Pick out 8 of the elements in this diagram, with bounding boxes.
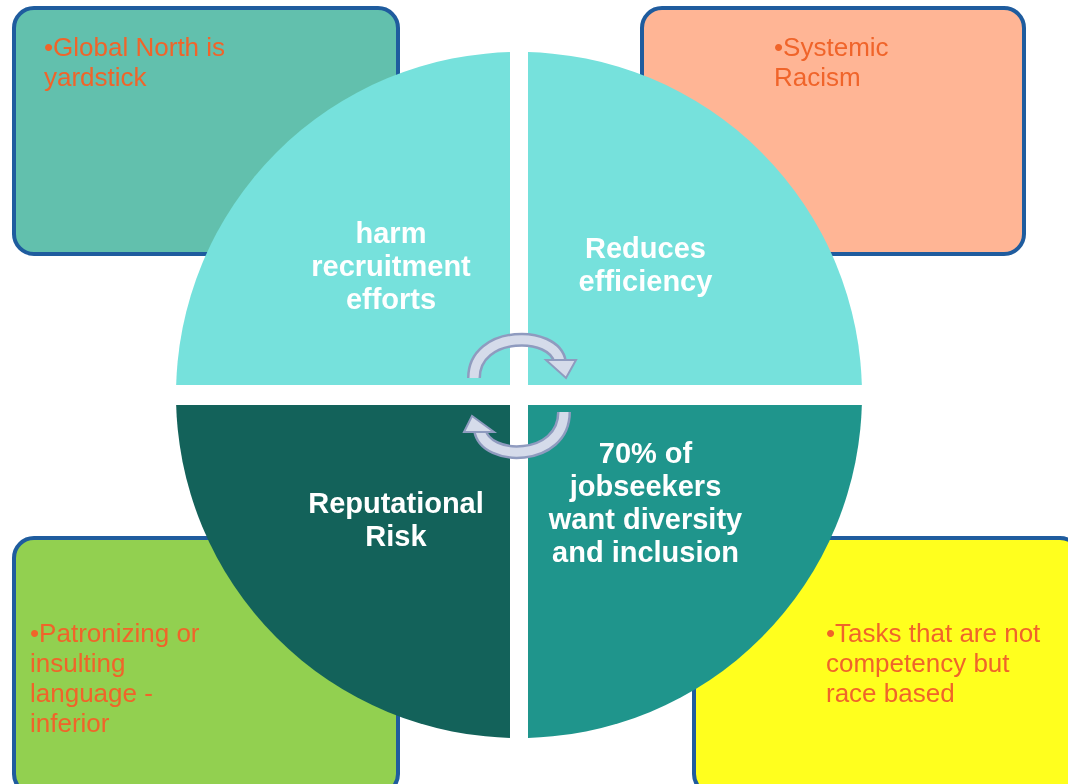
bullet-text: •Global North is yardstick [44, 32, 227, 92]
quadrant-label: Reduces efficiency [577, 232, 714, 298]
quadrant-label: 70% of jobseekers want diversity and inclusion [547, 437, 744, 569]
bullet-text: •Patronizing or insulting language - inferior [30, 618, 201, 738]
bullet-text: •Systemic Racism [774, 32, 890, 92]
bullet-text: •Tasks that are not competency but race based [826, 618, 1041, 708]
quadrant-label: Reputational Risk [307, 487, 485, 553]
quadrant-label: harm recruitment efforts [310, 217, 472, 316]
